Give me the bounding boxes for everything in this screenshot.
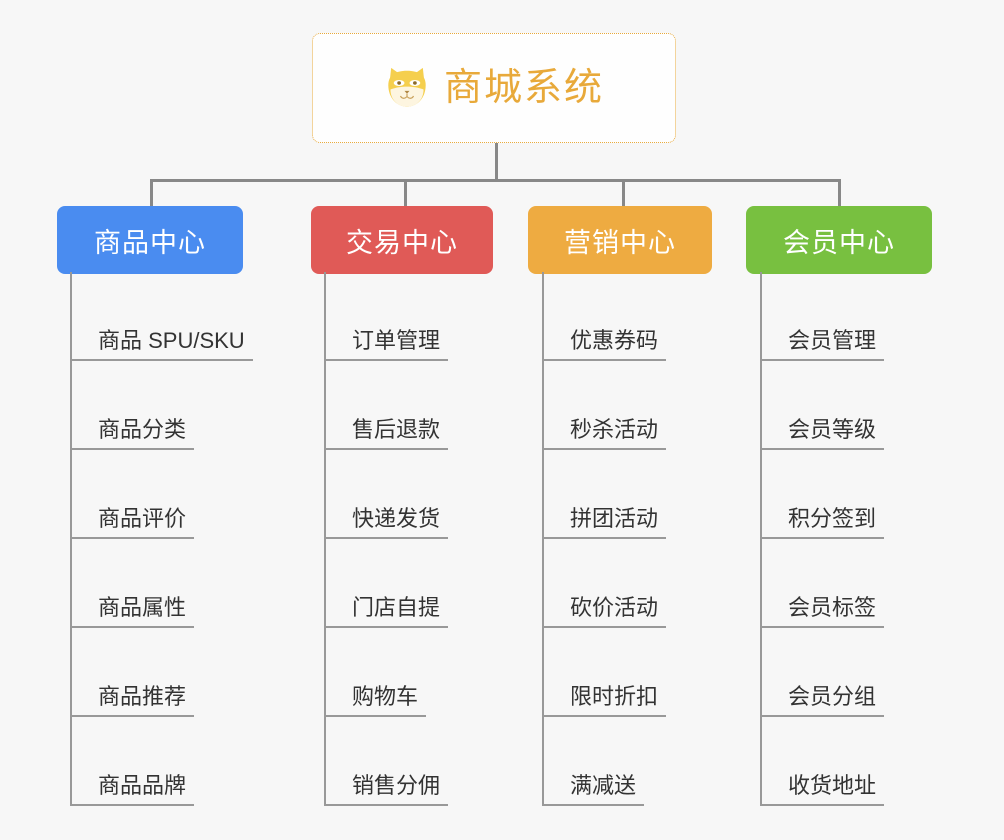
leaf-item[interactable]: 积分签到 — [760, 450, 884, 539]
leaf-label: 会员等级 — [788, 417, 877, 442]
leaf-item[interactable]: 商品 SPU/SKU — [70, 272, 253, 361]
leaf-item[interactable]: 限时折扣 — [542, 628, 666, 717]
branch-box-3[interactable]: 营销中心 — [528, 206, 712, 274]
leaf-label: 会员管理 — [788, 328, 877, 353]
branch-label-2: 交易中心 — [346, 227, 458, 258]
leaf-column-4: 会员管理 会员等级 积分签到 会员标签 会员分组 收货地址 — [760, 272, 884, 806]
leaf-label: 会员标签 — [788, 595, 877, 620]
leaf-label: 砍价活动 — [570, 595, 659, 620]
leaf-item[interactable]: 秒杀活动 — [542, 361, 666, 450]
branch-label-4: 会员中心 — [783, 227, 895, 258]
leaf-item[interactable]: 门店自提 — [324, 539, 448, 628]
leaf-column-1: 商品 SPU/SKU 商品分类 商品评价 商品属性 商品推荐 商品品牌 — [70, 272, 253, 806]
leaf-spine-1 — [70, 272, 72, 806]
leaf-item[interactable]: 会员管理 — [760, 272, 884, 361]
leaf-spine-4 — [760, 272, 762, 806]
leaf-item[interactable]: 会员标签 — [760, 539, 884, 628]
leaf-label: 购物车 — [352, 684, 419, 709]
root-node[interactable]: 商城系统 — [312, 33, 676, 143]
leaf-item[interactable]: 商品分类 — [70, 361, 245, 450]
leaf-label: 会员分组 — [788, 684, 877, 709]
connector-root-stem — [495, 143, 498, 182]
leaf-label: 限时折扣 — [570, 684, 659, 709]
leaf-item[interactable]: 拼团活动 — [542, 450, 666, 539]
branch-label-3: 营销中心 — [564, 227, 676, 258]
leaf-label: 商品评价 — [98, 506, 187, 531]
leaf-item[interactable]: 满减送 — [542, 717, 658, 806]
shiba-dog-icon — [388, 67, 426, 107]
leaf-label: 商品属性 — [98, 595, 187, 620]
leaf-item[interactable]: 会员分组 — [760, 628, 884, 717]
leaf-item[interactable]: 售后退款 — [324, 361, 448, 450]
connector-horizontal-bus — [150, 179, 840, 182]
leaf-item[interactable]: 商品评价 — [70, 450, 245, 539]
connector-drop-4 — [838, 179, 841, 206]
leaf-item[interactable]: 购物车 — [324, 628, 440, 717]
branch-label-1: 商品中心 — [94, 227, 206, 258]
leaf-label: 商品 SPU/SKU — [98, 328, 245, 353]
connector-drop-1 — [150, 179, 153, 206]
leaf-label: 销售分佣 — [352, 773, 441, 798]
leaf-item[interactable]: 销售分佣 — [324, 717, 448, 806]
leaf-spine-3 — [542, 272, 544, 806]
leaf-label: 商品推荐 — [98, 684, 187, 709]
leaf-item[interactable]: 快递发货 — [324, 450, 448, 539]
leaf-label: 订单管理 — [352, 328, 441, 353]
leaf-label: 优惠券码 — [570, 328, 659, 353]
leaf-label: 拼团活动 — [570, 506, 659, 531]
leaf-label: 快递发货 — [352, 506, 441, 531]
root-title: 商城系统 — [443, 67, 604, 109]
leaf-label: 售后退款 — [352, 417, 441, 442]
leaf-item[interactable]: 商品属性 — [70, 539, 245, 628]
branch-box-2[interactable]: 交易中心 — [311, 206, 493, 274]
leaf-item[interactable]: 优惠券码 — [542, 272, 666, 361]
connector-drop-3 — [622, 179, 625, 206]
leaf-label: 积分签到 — [788, 506, 877, 531]
leaf-label: 秒杀活动 — [570, 417, 659, 442]
leaf-column-3: 优惠券码 秒杀活动 拼团活动 砍价活动 限时折扣 满减送 — [542, 272, 666, 806]
leaf-item[interactable]: 商品推荐 — [70, 628, 245, 717]
leaf-item[interactable]: 会员等级 — [760, 361, 884, 450]
branch-box-1[interactable]: 商品中心 — [57, 206, 243, 274]
leaf-label: 满减送 — [570, 773, 637, 798]
leaf-label: 门店自提 — [352, 595, 441, 620]
leaf-spine-2 — [324, 272, 326, 806]
connector-drop-2 — [404, 179, 407, 206]
leaf-item[interactable]: 商品品牌 — [70, 717, 245, 806]
branch-box-4[interactable]: 会员中心 — [746, 206, 932, 274]
leaf-item[interactable]: 砍价活动 — [542, 539, 666, 628]
leaf-label: 商品品牌 — [98, 773, 187, 798]
leaf-item[interactable]: 订单管理 — [324, 272, 448, 361]
leaf-label: 收货地址 — [788, 773, 877, 798]
leaf-column-2: 订单管理 售后退款 快递发货 门店自提 购物车 销售分佣 — [324, 272, 448, 806]
leaf-item[interactable]: 收货地址 — [760, 717, 884, 806]
leaf-label: 商品分类 — [98, 417, 187, 442]
